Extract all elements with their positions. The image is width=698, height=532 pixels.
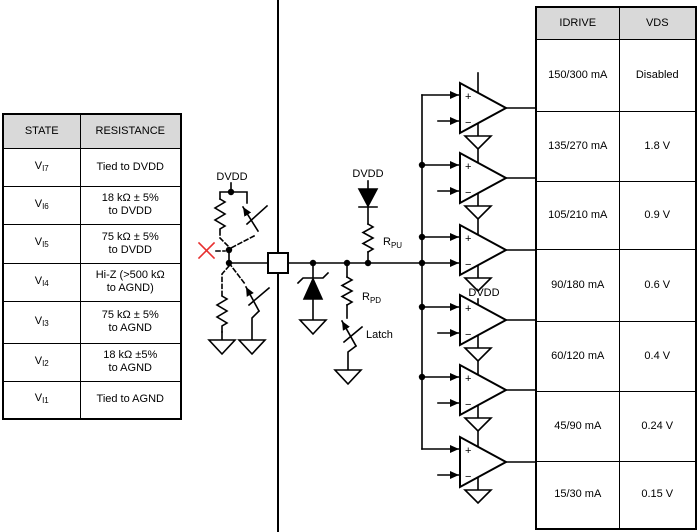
table-row: VI5 75 kΩ ± 5% to DVDD [2, 223, 182, 264]
external-pulldown-resistor-icon [215, 294, 229, 333]
comparator-grounds [463, 135, 493, 505]
comparator [459, 223, 509, 277]
ground-icon [463, 489, 493, 505]
comparator [459, 151, 509, 205]
comparator [459, 435, 509, 489]
comparators [459, 81, 509, 489]
svg-text:+: + [465, 233, 471, 245]
comparator [459, 363, 509, 417]
idrive-vds-table: IDRIVE VDS 150/300 mA Disabled 135/270 m… [535, 6, 697, 530]
resistance-cell: 75 kΩ ± 5% to DVDD [79, 223, 182, 264]
internal-pin-circuit [287, 72, 536, 505]
idrive-header: IDRIVE [535, 6, 620, 40]
idrive-cell: 60/120 mA [535, 320, 620, 392]
idrive-cell: 150/300 mA [535, 38, 620, 112]
ground-icon [207, 339, 237, 356]
resistance-header: RESISTANCE [79, 113, 182, 149]
external-pullup-resistor-icon [213, 197, 227, 236]
pulldown-resistor-label: RPD [362, 291, 381, 305]
blocking-diode-icon [357, 188, 379, 208]
pullup-resistor-label: RPU [383, 236, 402, 250]
svg-text:−: − [465, 187, 471, 199]
latch-switch-icon [340, 319, 364, 348]
vds-cell: 0.6 V [618, 248, 697, 322]
reference-input-stubs [437, 117, 460, 479]
state-cell: VI3 [2, 300, 81, 344]
table-row: 135/270 mA 1.8 V [535, 110, 697, 182]
red-x-marker [197, 241, 216, 260]
svg-text:+: + [465, 445, 471, 457]
table-row: VI7 Tied to DVDD [2, 147, 182, 187]
table-row: 90/180 mA 0.6 V [535, 248, 697, 322]
state-cell: VI4 [2, 262, 81, 302]
state-cell: VI5 [2, 223, 81, 264]
ground-icon [463, 205, 493, 221]
circuit-labels: DVDD DVDD DVDD RPU RPD Latch + − + − + −… [216, 91, 499, 483]
external-pullup-switch-icon [241, 204, 269, 233]
vds-cell: 0.4 V [618, 320, 697, 392]
ground-icon [463, 417, 493, 433]
table-row: 15/30 mA 0.15 V [535, 460, 697, 530]
latch-label: Latch [366, 329, 393, 341]
zener-diode-icon [296, 262, 330, 321]
table-header-row: STATE RESISTANCE [2, 113, 182, 149]
ground-icon [298, 319, 328, 336]
state-resistance-table: STATE RESISTANCE VI7 Tied to DVDD VI6 18… [2, 113, 182, 420]
external-pulldown-switch-icon [244, 285, 271, 313]
svg-text:−: − [465, 117, 471, 129]
vds-cell: 0.15 V [618, 460, 697, 530]
table-row: 105/210 mA 0.9 V [535, 180, 697, 250]
table-row: 45/90 mA 0.24 V [535, 390, 697, 462]
ground-icon [463, 277, 493, 293]
svg-text:−: − [465, 471, 471, 483]
svg-text:+: + [465, 91, 471, 103]
junction-dots [225, 161, 426, 381]
svg-text:+: + [465, 373, 471, 385]
comparator-input-bus [421, 91, 460, 453]
resistance-cell: Tied to DVDD [79, 147, 182, 187]
ground-icon [463, 347, 493, 363]
vds-cell: Disabled [618, 38, 697, 112]
vds-header: VDS [618, 6, 697, 40]
state-cell: VI1 [2, 380, 81, 420]
external-supply-label: DVDD [216, 171, 247, 183]
table-row: 60/120 mA 0.4 V [535, 320, 697, 392]
ground-icon [237, 339, 267, 356]
resistance-cell: 18 kΩ ±5% to AGND [79, 342, 182, 382]
resistance-cell: 75 kΩ ± 5% to AGND [79, 300, 182, 344]
resistance-cell: 18 kΩ ± 5% to DVDD [79, 185, 182, 225]
resistance-cell: Tied to AGND [79, 380, 182, 420]
table-row: VI2 18 kΩ ±5% to AGND [2, 342, 182, 382]
vds-cell: 1.8 V [618, 110, 697, 182]
comparator [459, 81, 509, 135]
svg-text:−: − [465, 399, 471, 411]
table-row: VI3 75 kΩ ± 5% to AGND [2, 300, 182, 344]
state-header: STATE [2, 113, 81, 149]
table-row: VI1 Tied to AGND [2, 380, 182, 420]
ground-icon [333, 369, 363, 386]
state-cell: VI6 [2, 185, 81, 225]
pullup-resistor-icon [361, 222, 375, 254]
vds-cell: 0.24 V [618, 390, 697, 462]
comparator [459, 293, 509, 347]
svg-text:+: + [465, 303, 471, 315]
pulldown-resistor-icon [340, 275, 354, 307]
table-row: VI6 18 kΩ ± 5% to DVDD [2, 185, 182, 225]
external-pin-circuit [207, 182, 271, 356]
idrive-cell: 135/270 mA [535, 110, 620, 182]
pin-pad-square [267, 252, 289, 274]
state-cell: VI2 [2, 342, 81, 382]
table-row: 150/300 mA Disabled [535, 38, 697, 112]
internal-supply-label: DVDD [352, 168, 383, 180]
svg-text:−: − [465, 329, 471, 341]
svg-text:−: − [465, 259, 471, 271]
svg-text:+: + [465, 161, 471, 173]
table-header-row: IDRIVE VDS [535, 6, 697, 40]
comparator-outputs [505, 107, 536, 463]
comparator-supply-label: DVDD [468, 287, 499, 299]
ground-icon [463, 135, 493, 151]
